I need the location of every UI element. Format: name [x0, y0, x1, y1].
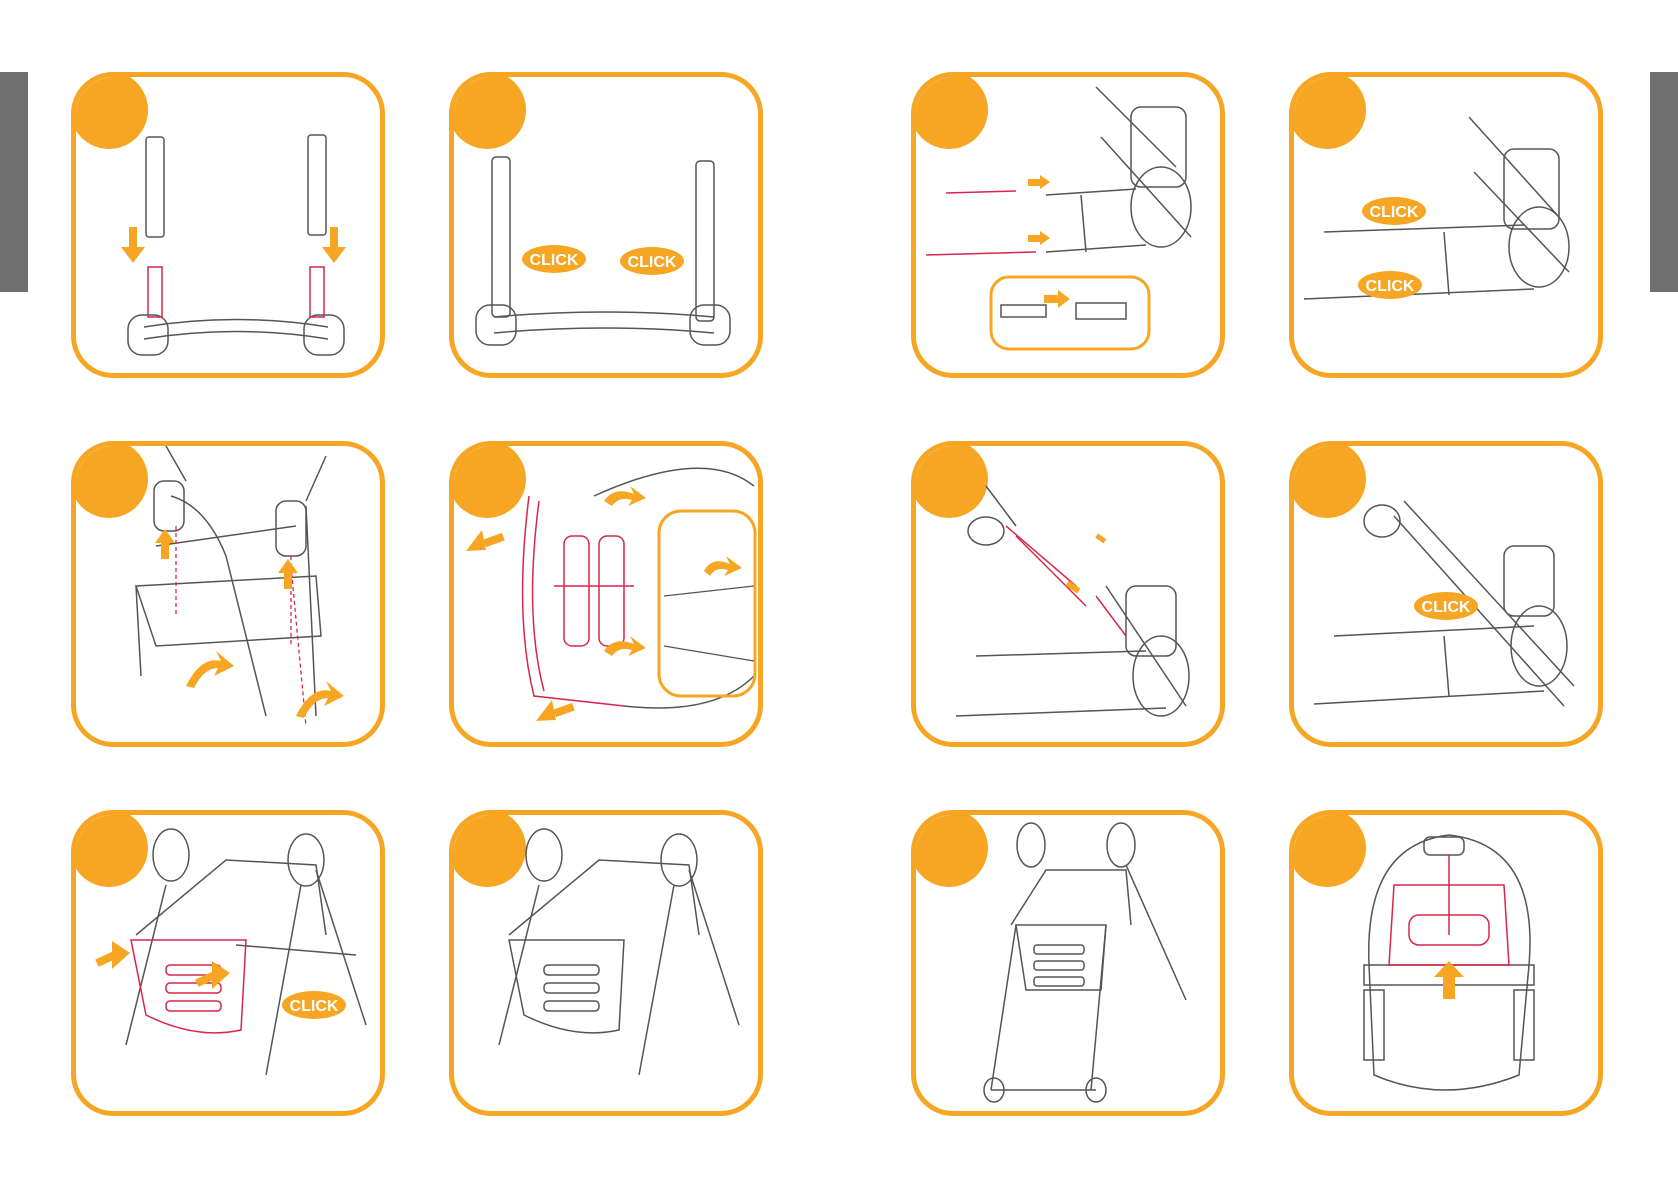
click-badge: CLICK: [282, 991, 346, 1019]
svg-text:CLICK: CLICK: [1366, 278, 1415, 295]
svg-text:CLICK: CLICK: [530, 252, 579, 269]
step-panel-2: CLICK CLICK: [449, 72, 763, 378]
step-panel-9: CLICK: [71, 810, 385, 1116]
svg-text:CLICK: CLICK: [1422, 599, 1471, 616]
step-panel-4: CLICK CLICK: [1289, 72, 1603, 378]
step-panel-12: [1289, 810, 1603, 1116]
step-illustration: [916, 446, 1220, 742]
step-illustration: [1294, 815, 1598, 1111]
step-illustration: [916, 815, 1220, 1111]
step-illustration: CLICK: [76, 815, 380, 1111]
step-illustration: [454, 815, 758, 1111]
step-panel-8: CLICK: [1289, 441, 1603, 747]
click-badge: CLICK: [1414, 592, 1478, 620]
step-panel-1: [71, 72, 385, 378]
svg-text:CLICK: CLICK: [1370, 204, 1419, 221]
step-illustration: CLICK CLICK: [454, 77, 758, 373]
step-illustration: [76, 446, 380, 742]
step-panel-5: [71, 441, 385, 747]
step-panel-3: [911, 72, 1225, 378]
svg-text:CLICK: CLICK: [290, 998, 339, 1015]
step-panel-10: [449, 810, 763, 1116]
step-panel-7: [911, 441, 1225, 747]
step-panel-6: [449, 441, 763, 747]
click-badge: CLICK: [1358, 271, 1422, 299]
step-illustration: [454, 446, 758, 742]
svg-text:CLICK: CLICK: [628, 254, 677, 271]
left-edge-tab: [0, 72, 28, 292]
step-illustration: CLICK: [1294, 446, 1598, 742]
step-illustration: [76, 77, 380, 373]
click-badge: CLICK: [1362, 197, 1426, 225]
step-panel-11: [911, 810, 1225, 1116]
click-badge: CLICK: [620, 247, 684, 275]
step-illustration: [916, 77, 1220, 373]
step-illustration: CLICK CLICK: [1294, 77, 1598, 373]
right-edge-tab: [1650, 72, 1678, 292]
click-badge: CLICK: [522, 245, 586, 273]
